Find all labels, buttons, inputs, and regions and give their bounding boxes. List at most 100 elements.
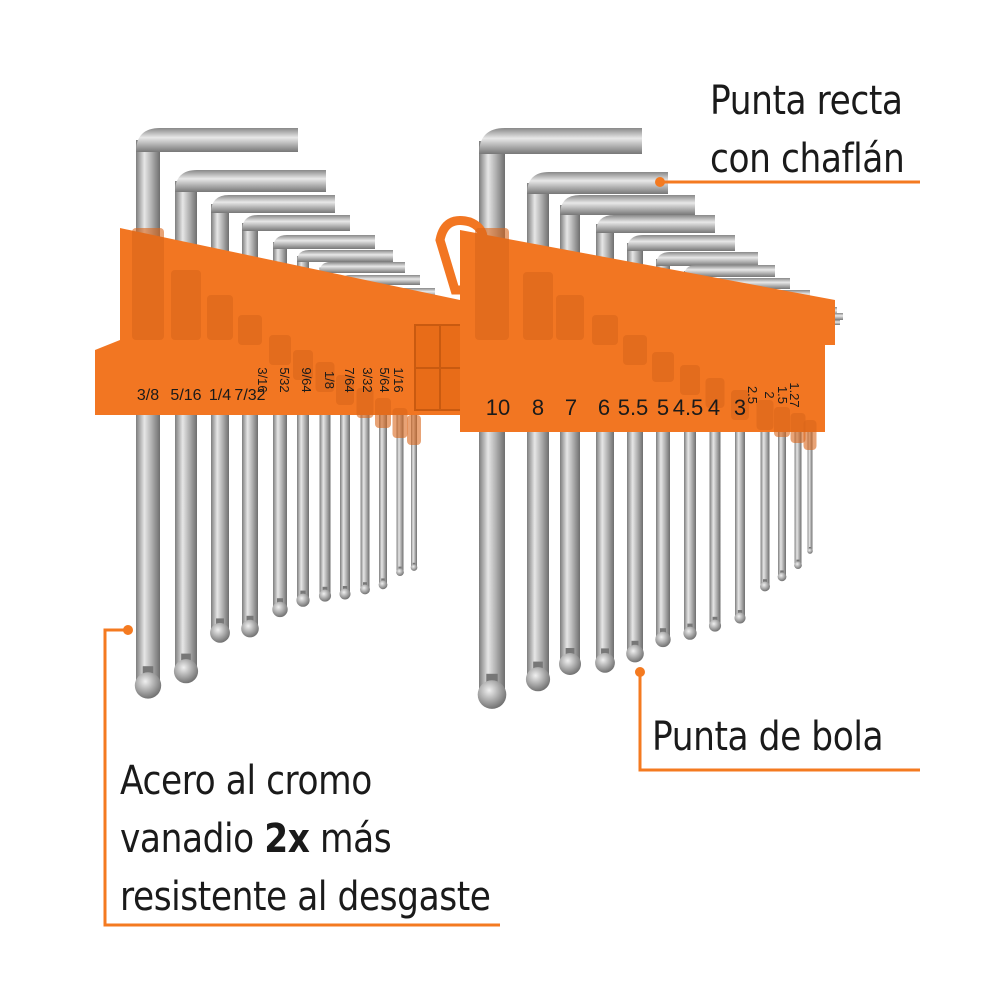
hex-key-short-arm (479, 128, 642, 154)
ball-tip-icon (272, 601, 288, 618)
key-slot (556, 295, 584, 340)
hex-key-short-arm (656, 252, 758, 266)
ball-neck (796, 559, 800, 564)
key-slot (680, 365, 700, 395)
ball-tip-icon (655, 631, 671, 648)
key-slot (731, 390, 749, 420)
material-callout: Acero al cromo vanadio 2x más resistente… (120, 752, 491, 926)
size-label-right: 5.5 (618, 395, 649, 420)
size-label-left: 7/64 (342, 367, 357, 392)
key-slot (269, 335, 291, 365)
ball-tip-icon (525, 667, 551, 692)
ball-tip-icon (410, 564, 418, 571)
key-slot (592, 315, 618, 345)
key-slot (756, 400, 774, 430)
ball-tip-icon (134, 672, 162, 699)
size-label-left: 9/64 (299, 367, 314, 392)
ball-neck (659, 628, 667, 636)
hex-key-long-arm (709, 283, 721, 624)
ball-tip-callout: Punta de bola (652, 708, 884, 766)
material-line3: resistente al desgaste (120, 874, 491, 920)
ball-tip-icon (807, 548, 813, 554)
size-label-left: 1/16 (391, 367, 406, 392)
size-label-right: 10 (486, 395, 510, 420)
ball-tip-icon (794, 561, 802, 570)
hex-key-short-arm (211, 195, 335, 213)
key-slot (336, 375, 354, 405)
key-slot (375, 398, 391, 428)
hex-key-short-arm (527, 172, 668, 194)
key-slot (132, 228, 164, 340)
size-label-left: 3/16 (255, 367, 270, 392)
ball-tip-dot (635, 667, 645, 677)
ball-neck (687, 623, 693, 630)
hex-key (318, 262, 405, 602)
ball-tip-line (638, 672, 920, 772)
ball-neck (181, 653, 191, 665)
material-dot (123, 625, 133, 635)
ball-neck (763, 579, 767, 584)
key-slot (171, 270, 201, 340)
key-slot (652, 352, 674, 382)
size-label-left: 5/32 (277, 367, 292, 392)
key-slot (523, 272, 553, 340)
hex-key-short-arm (627, 235, 735, 251)
hex-key-long-arm (340, 280, 350, 592)
hex-key-long-arm (778, 311, 786, 576)
size-label-right: 4 (708, 395, 720, 420)
ball-tip-icon (626, 644, 644, 663)
ball-tip-icon (210, 622, 230, 643)
size-label-right: 6 (598, 395, 610, 420)
hex-key-long-arm (735, 295, 745, 616)
ball-tip-icon (595, 652, 615, 673)
size-label-right: 8 (532, 395, 544, 420)
material-line1: Acero al cromo (120, 758, 372, 804)
ball-neck (363, 582, 367, 587)
material-line2: vanadio 2x más (120, 816, 392, 862)
hex-key-short-arm (273, 235, 375, 249)
ball-neck (300, 590, 306, 597)
straight-tip-line2: con chaflán (710, 136, 905, 182)
ball-tip-icon (173, 659, 199, 684)
hex-key-short-arm (684, 265, 775, 277)
ball-tip-icon (708, 619, 722, 632)
key-slot (356, 388, 374, 418)
size-label-left: 7/32 (234, 387, 265, 404)
key-slot (392, 408, 408, 438)
ball-tip-icon (296, 593, 310, 607)
size-label-right: 7 (565, 395, 577, 420)
size-label-right: 5 (657, 395, 669, 420)
size-label-right: 1.27 (787, 382, 802, 407)
ball-tip-icon (396, 568, 404, 577)
hex-key-short-arm (242, 215, 350, 231)
ball-neck (276, 598, 284, 606)
size-label-left: 3/32 (360, 367, 375, 392)
hex-key-short-arm (596, 215, 715, 233)
ball-tip-icon (477, 680, 507, 709)
ball-tip-icon (683, 626, 697, 640)
holder-right-body (460, 230, 835, 432)
hex-key-long-arm (396, 311, 404, 571)
size-label-right: 1.5 (775, 386, 790, 404)
key-slot (315, 362, 335, 392)
ball-tip-icon (360, 584, 370, 595)
key-slot (803, 420, 817, 450)
hex-key-long-arm (360, 292, 370, 588)
key-slot (293, 350, 313, 380)
size-label-left: 1/8 (322, 371, 337, 389)
size-label-left: 5/16 (170, 387, 201, 404)
hex-key-short-arm (560, 195, 695, 215)
material-line (103, 628, 500, 927)
straight-tip-dot (655, 177, 665, 187)
size-label-left: 3/8 (137, 387, 159, 404)
hex-key-long-arm (379, 302, 387, 584)
size-label-right: 2 (762, 391, 777, 398)
ball-neck (142, 666, 154, 679)
ball-neck (398, 566, 402, 571)
ball-tip-icon (241, 619, 259, 638)
key-slot (705, 378, 725, 408)
size-label-right: 2.5 (745, 386, 760, 404)
key-slot (475, 228, 509, 340)
callout-lines (103, 177, 920, 927)
